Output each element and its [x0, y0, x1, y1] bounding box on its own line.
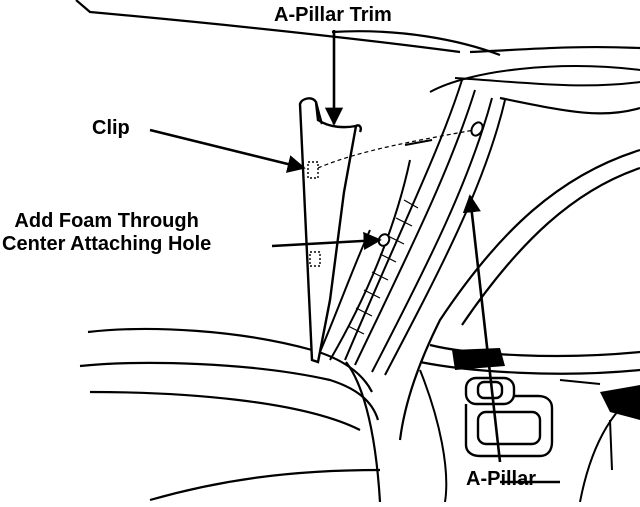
a-pillar-body: [319, 79, 506, 376]
arrow-clip: [149, 128, 306, 173]
clip-label: Clip: [92, 117, 130, 139]
add-foam-label-line2: Center Attaching Hole: [2, 233, 212, 255]
arrow-add-foam: [271, 231, 382, 250]
roof-lines: [75, 0, 640, 115]
windshield-header: [429, 65, 640, 93]
pillar-hatching: [347, 199, 419, 335]
add-foam-label-line1: Add Foam Through: [14, 210, 199, 232]
dash-shadow: [452, 348, 640, 420]
door-frame: [398, 148, 640, 441]
door-handle: [464, 376, 554, 458]
arrow-a-pillar: [462, 194, 502, 463]
alignment-line: [317, 129, 475, 169]
callout-arrows: [149, 30, 560, 484]
a-pillar-trim-piece: [298, 97, 362, 364]
clip-marker: [307, 161, 321, 267]
add-foam-label: Add Foam Through Center Attaching Hole: [2, 210, 211, 256]
a-pillar-label: A-Pillar: [466, 468, 537, 490]
dashboard-contour: [79, 327, 382, 503]
a-pillar-trim-label: A-Pillar Trim: [274, 4, 392, 26]
